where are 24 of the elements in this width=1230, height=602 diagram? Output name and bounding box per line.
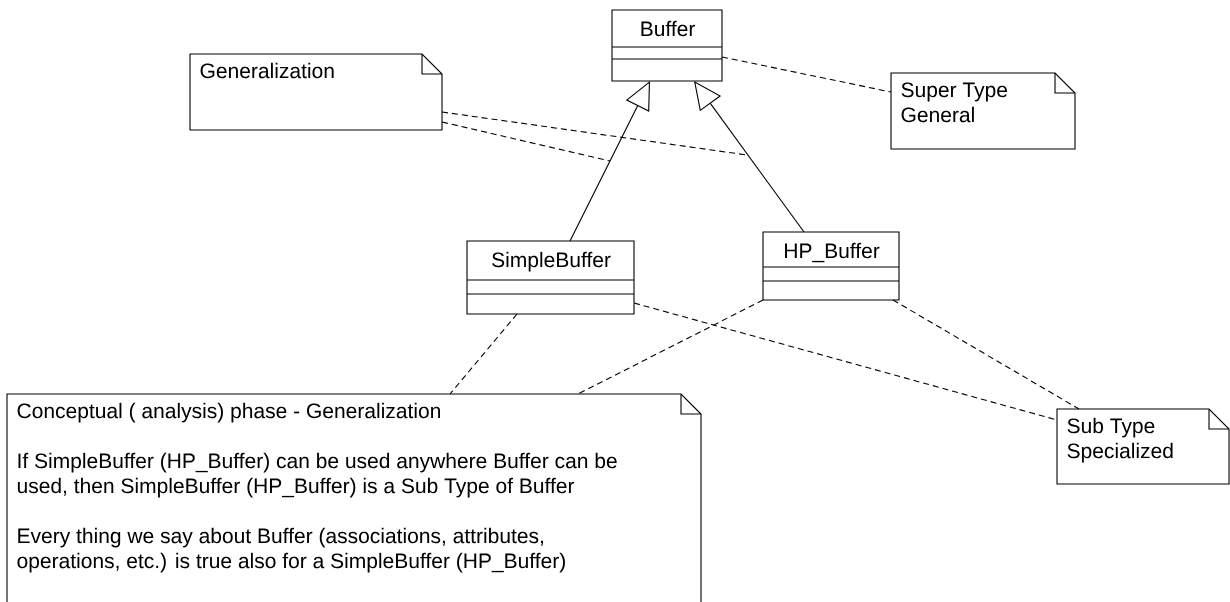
note-text: Super Type General: [901, 82, 1008, 123]
class-box: [611, 9, 723, 82]
class-box: [466, 240, 635, 315]
inheritance-arrow: [694, 81, 805, 233]
class-name: SimpleBuffer: [492, 251, 611, 272]
note-text: Every thing we say about Buffer (associations, attributes, operations, etc.) is true also for a SimpleBuffer (HP_Buffer): [17, 527, 565, 573]
dashed-line: [577, 299, 764, 395]
note-text: Sub Type Specialized: [1067, 417, 1173, 463]
inheritance-arrow: [569, 81, 650, 242]
class-name: HP_Buffer: [785, 242, 880, 263]
note-box: [189, 53, 443, 131]
note-box: [1056, 408, 1230, 485]
dashed-line: [892, 299, 1080, 410]
dashed-line: [441, 121, 611, 162]
class-name: Buffer: [641, 20, 696, 37]
note-box: [6, 393, 702, 602]
class-box: [762, 231, 900, 301]
note-box: [890, 72, 1076, 150]
dashed-line: [449, 313, 518, 395]
dashed-line: [721, 56, 892, 93]
note-text: Conceptual ( analysis) phase - Generalization: [17, 402, 440, 423]
note-text: If SimpleBuffer (HP_Buffer) can be used anywhere Buffer can be used, then SimpleBuffer (HP_Buffer) is a Sub Type of Buffer: [17, 452, 617, 498]
note-text: Generalization: [200, 62, 334, 79]
dashed-line: [633, 302, 1058, 421]
